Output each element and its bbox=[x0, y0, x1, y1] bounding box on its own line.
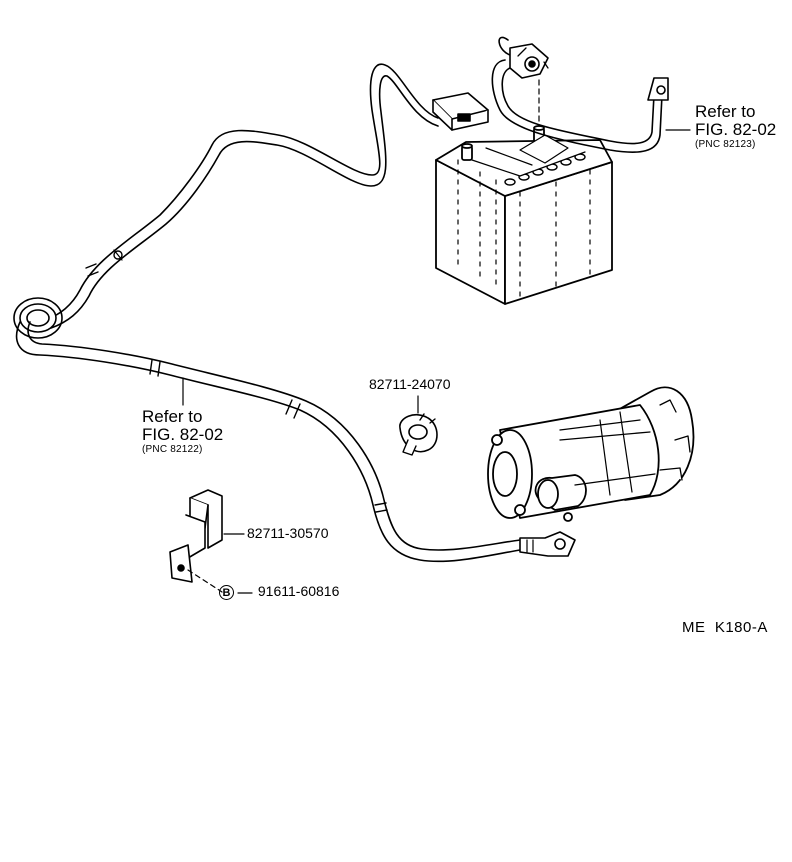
harness-band bbox=[85, 263, 99, 277]
harness-connector bbox=[432, 92, 489, 131]
starter-motor bbox=[487, 386, 695, 522]
ref-top-line2: FIG. 82-02 bbox=[695, 120, 777, 139]
harness-clip bbox=[113, 250, 123, 260]
ref-left-line1: Refer to bbox=[142, 407, 203, 426]
ref-label-top: Refer to FIG. 82-02 (PNC 82123) bbox=[695, 102, 777, 151]
starter-cable bbox=[15, 321, 521, 563]
main-harness-cable bbox=[44, 63, 439, 329]
bolt-alignment-line bbox=[187, 569, 223, 593]
ref-top-pnc: (PNC 82123) bbox=[695, 139, 756, 150]
bolt-symbol-b: B bbox=[219, 584, 234, 600]
part-number-grommet: 82711-24070 bbox=[369, 376, 451, 392]
ref-left-line2: FIG. 82-02 bbox=[142, 425, 224, 444]
grommet-part bbox=[399, 413, 438, 456]
ref-top-line1: Refer to bbox=[695, 102, 756, 121]
part-number-bolt: 91611-60816 bbox=[257, 583, 340, 599]
battery bbox=[435, 125, 613, 305]
starter-terminal bbox=[519, 531, 576, 557]
bolt-callout: B 91611-60816 bbox=[219, 584, 339, 600]
battery-cable-clamp bbox=[491, 36, 691, 153]
ref-label-left: Refer to FIG. 82-02 (PNC 82122) bbox=[142, 407, 224, 456]
part-number-clamp: 82711-30570 bbox=[247, 525, 329, 541]
diagram-code: ME K180-A bbox=[682, 619, 768, 636]
firewall-grommet bbox=[13, 297, 63, 339]
clamp-part bbox=[169, 489, 223, 583]
ref-left-pnc: (PNC 82122) bbox=[142, 444, 203, 455]
